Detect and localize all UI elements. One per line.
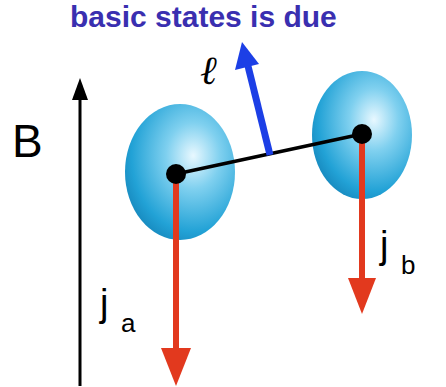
spin-arrowhead-b bbox=[348, 278, 376, 314]
field-arrowhead bbox=[72, 78, 88, 100]
heading-fragment: basic states is due bbox=[70, 2, 337, 32]
spin-label-holder: j bbox=[100, 284, 108, 322]
spin-arrow-b bbox=[359, 134, 365, 282]
field-label-holder: B bbox=[12, 118, 43, 164]
spin-label-holder: j bbox=[380, 226, 388, 264]
atom-a bbox=[125, 104, 235, 240]
nucleus-dot bbox=[166, 164, 186, 184]
subscript-label-holder: b bbox=[401, 252, 415, 278]
subscript-label: b bbox=[401, 252, 415, 278]
field-arrow bbox=[79, 98, 82, 386]
nucleus-dot bbox=[352, 124, 372, 144]
subscript-label: a bbox=[121, 310, 135, 336]
orbital-arrowhead bbox=[235, 42, 259, 70]
orbital-label: ℓ bbox=[200, 50, 217, 90]
heading-fragment-holder: basic states is due bbox=[70, 2, 337, 32]
spin-arrow-a bbox=[173, 174, 179, 352]
orbital-arrow bbox=[248, 66, 270, 155]
spin-label: j bbox=[380, 226, 388, 264]
spin-arrowhead-a bbox=[161, 348, 191, 386]
orbital-label-holder: ℓ bbox=[200, 50, 217, 90]
field-label: B bbox=[12, 118, 43, 164]
spin-label: j bbox=[100, 284, 108, 322]
subscript-label-holder: a bbox=[121, 310, 135, 336]
